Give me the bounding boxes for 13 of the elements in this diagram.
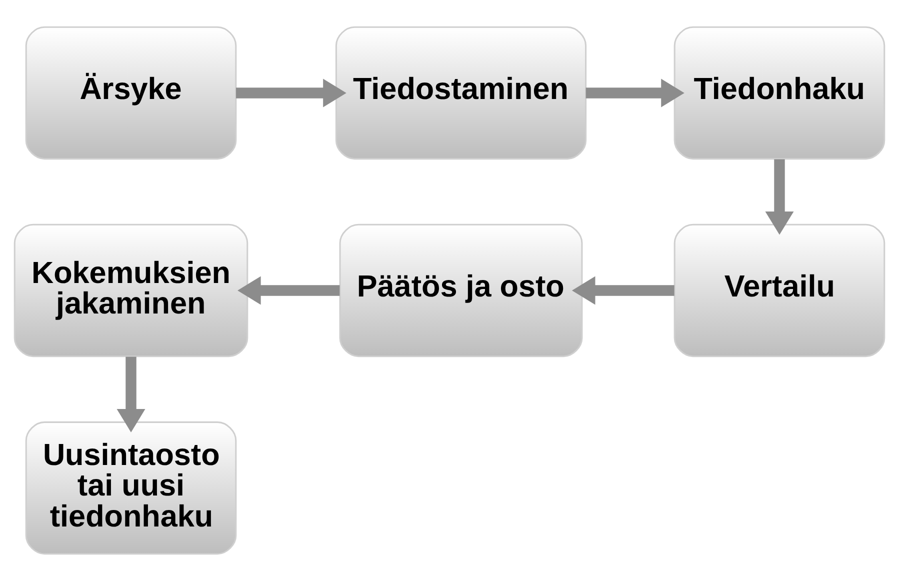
node-box: Kokemuksien jakaminen xyxy=(14,224,248,358)
node-box: Vertailu xyxy=(674,224,886,358)
node-box: Tiedostaminen xyxy=(335,26,587,160)
arrow xyxy=(116,356,146,432)
arrow xyxy=(572,276,674,305)
arrow xyxy=(238,276,340,305)
node-box: Ärsyke xyxy=(25,26,237,160)
arrow xyxy=(765,159,794,235)
arrow xyxy=(236,78,346,108)
node-box: Uusintaosto tai uusi tiedonhaku xyxy=(25,421,237,555)
arrow xyxy=(586,78,684,108)
node-box: Päätös ja osto xyxy=(339,224,583,358)
node-box: Tiedonhaku xyxy=(674,26,886,160)
